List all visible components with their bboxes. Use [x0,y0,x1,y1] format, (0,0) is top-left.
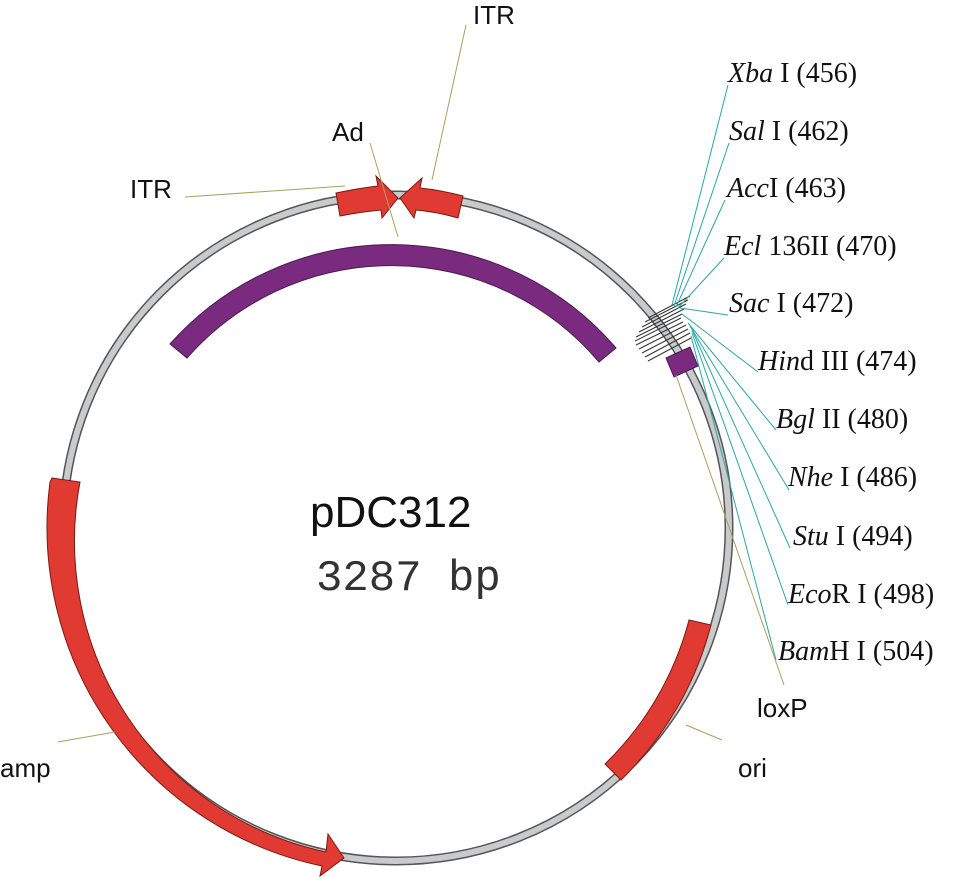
site-nhei: Nhe I (486) [787,462,917,493]
amp-label: amp [0,753,51,783]
itr-right-arrow[interactable] [399,176,464,220]
itr-left-arrow[interactable] [335,174,399,220]
itr-left-label: ITR [130,174,172,204]
site-leaders [671,84,791,661]
loxp-label: loxP [757,693,808,723]
plasmid-size: 3287 bp [316,554,501,604]
site-bamhi: BamH I (504) [778,636,934,667]
site-sali: Sal I (462) [729,116,849,147]
site-stui: Stu I (494) [793,521,913,552]
plasmid-name: pDC312 [310,488,471,537]
site-ecori: EcoR I (498) [787,579,934,610]
ori-label: ori [738,753,767,783]
site-acci: AccI (463) [725,173,846,204]
ori-feature-arc[interactable] [604,619,712,781]
site-xbai: Xba I (456) [727,58,857,89]
ad-feature-arc[interactable] [169,244,617,363]
site-saci: Sac I (472) [729,288,853,319]
itr-top-label: ITR [473,0,515,30]
feature-leaders [57,24,785,743]
loxp-feature-box[interactable] [665,346,699,378]
ad-label: Ad [332,117,364,147]
site-bglii: Bgl II (480) [776,404,908,435]
amp-feature-arrow[interactable] [46,477,345,877]
site-ecl136ii: Ecl 136II (470) [723,231,897,262]
site-hindiii: Hind III (474) [757,346,917,377]
